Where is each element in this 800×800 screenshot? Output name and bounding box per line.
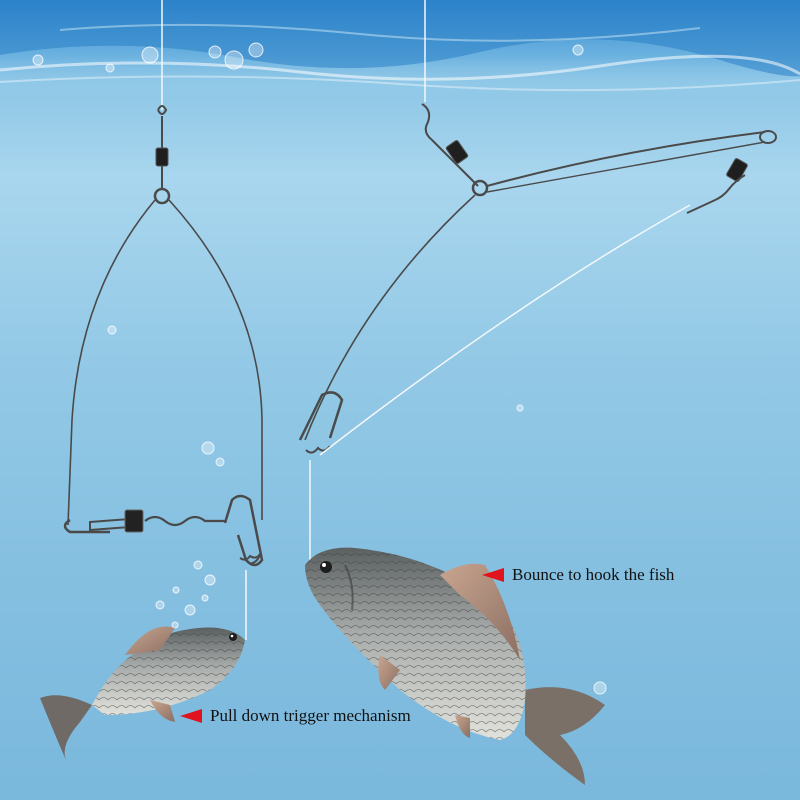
small-fish: [40, 626, 245, 760]
right-spring-rig: [298, 0, 777, 560]
water-surface: [0, 0, 800, 95]
bounce-annotation: Bounce to hook the fish: [482, 565, 674, 585]
bounce-label: Bounce to hook the fish: [512, 565, 675, 584]
pull-annotation: Pull down trigger mechanism: [180, 706, 411, 726]
left-spring-rig: [63, 0, 264, 640]
red-arrow-icon: [482, 568, 504, 582]
bubbles: [32, 42, 607, 695]
big-fish: [305, 547, 605, 785]
pull-label: Pull down trigger mechanism: [210, 706, 411, 725]
red-arrow-icon: [180, 709, 202, 723]
